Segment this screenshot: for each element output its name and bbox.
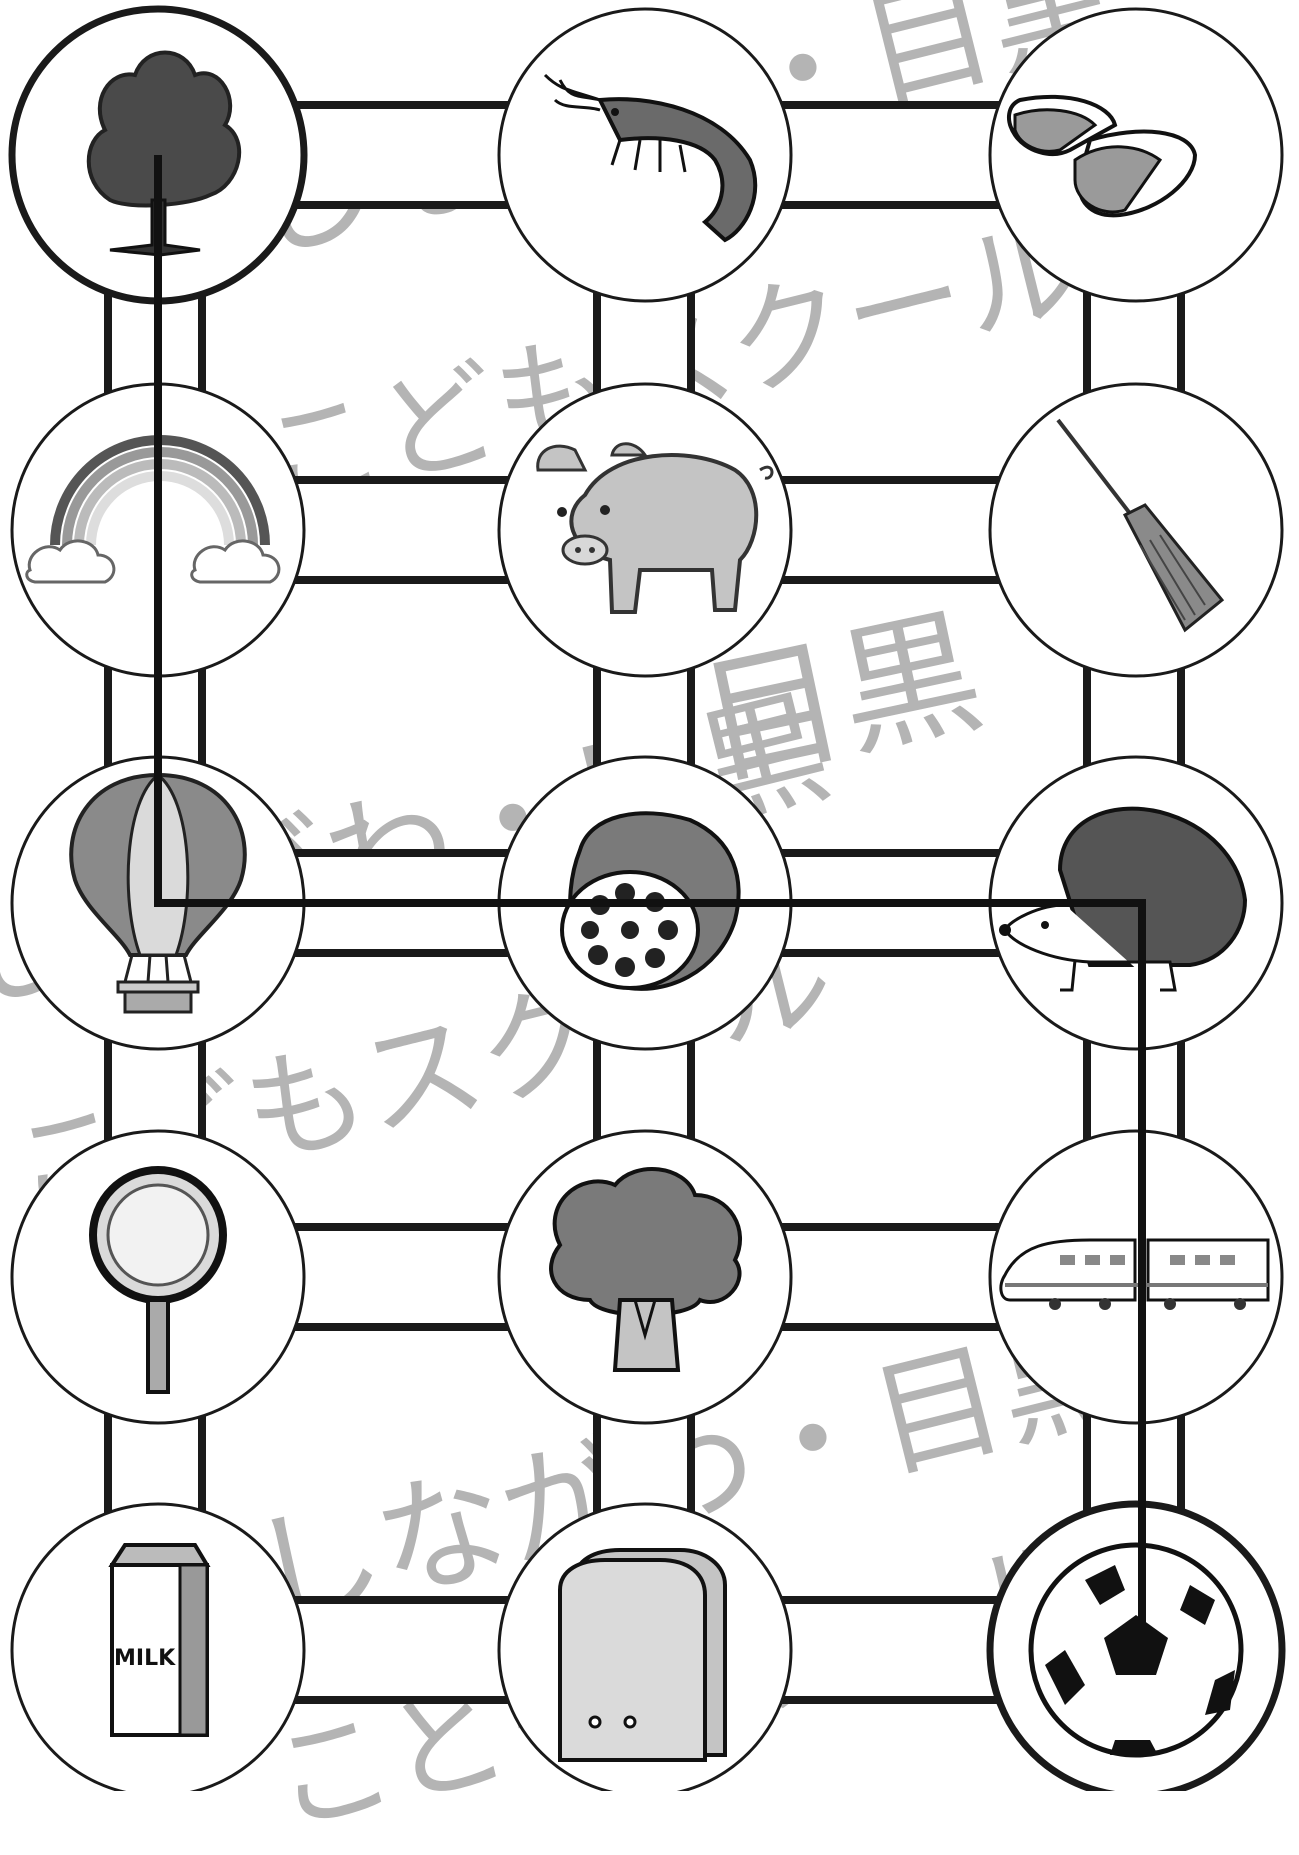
solution-path [154, 155, 1146, 1650]
bullet-train-icon [999, 1238, 1270, 1310]
milk-label: MILK [114, 1646, 176, 1671]
slippers-icon [1007, 94, 1198, 218]
broom-icon [1056, 418, 1225, 633]
broccoli-icon [549, 1167, 742, 1372]
maze-art: MILK [8, 5, 1286, 1791]
school-backpack-icon [558, 1548, 727, 1762]
magnifying-glass-icon [89, 1166, 227, 1394]
milk-carton-icon: MILK [108, 1543, 211, 1737]
hedgehog-icon [999, 806, 1248, 992]
soccer-ball-icon [1028, 1542, 1244, 1758]
shrimp-icon [543, 73, 758, 243]
pig-icon [536, 442, 774, 614]
